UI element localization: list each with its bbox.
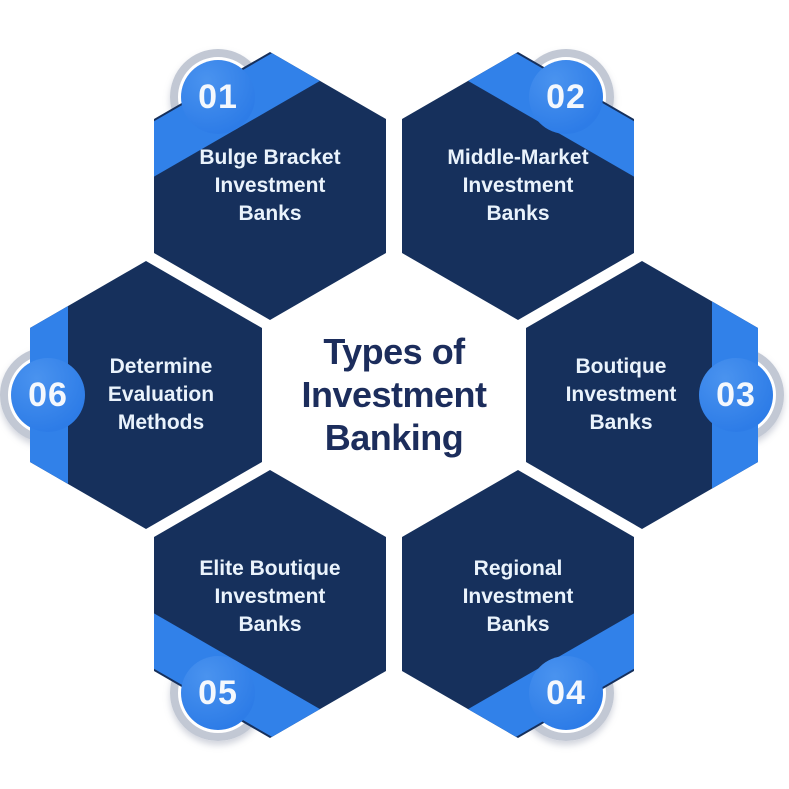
hex-item-label: Middle-Market Investment Banks — [447, 146, 589, 225]
page-title: Types of Investment Banking — [301, 331, 487, 459]
hex-item-label: Determine Evaluation Methods — [107, 355, 215, 434]
hex-item-label: Regional Investment Banks — [462, 557, 574, 636]
step-number-badge: 02 — [529, 60, 603, 134]
step-number: 06 — [28, 375, 68, 414]
step-number-badge: 03 — [699, 358, 773, 432]
hex-item-02-middle-market: Middle-Market Investment Banks 02 — [402, 49, 634, 320]
step-number-badge: 06 — [11, 358, 85, 432]
step-number: 02 — [546, 77, 586, 116]
step-number-badge: 04 — [529, 656, 603, 730]
step-number-badge: 01 — [181, 60, 255, 134]
hex-item-05-elite-boutique: Elite Boutique Investment Banks 05 — [154, 470, 386, 741]
hex-item-04-regional: Regional Investment Banks 04 — [402, 470, 634, 741]
hex-item-01-bulge-bracket: Bulge Bracket Investment Banks 01 — [154, 49, 386, 320]
step-number-badge: 05 — [181, 656, 255, 730]
hex-item-label: Boutique Investment Banks — [565, 355, 677, 434]
step-number: 04 — [546, 673, 586, 712]
hex-item-label: Bulge Bracket Investment Banks — [199, 146, 341, 225]
hexagon-shape: Elite Boutique Investment Banks — [154, 470, 386, 738]
step-number: 05 — [198, 673, 238, 712]
hex-item-06-determine-evaluation: Determine Evaluation Methods 06 — [0, 261, 262, 529]
step-number: 01 — [198, 77, 238, 116]
hex-item-label: Elite Boutique Investment Banks — [199, 557, 341, 636]
step-number: 03 — [716, 375, 756, 414]
hex-item-03-boutique: Boutique Investment Banks 03 — [526, 261, 784, 529]
